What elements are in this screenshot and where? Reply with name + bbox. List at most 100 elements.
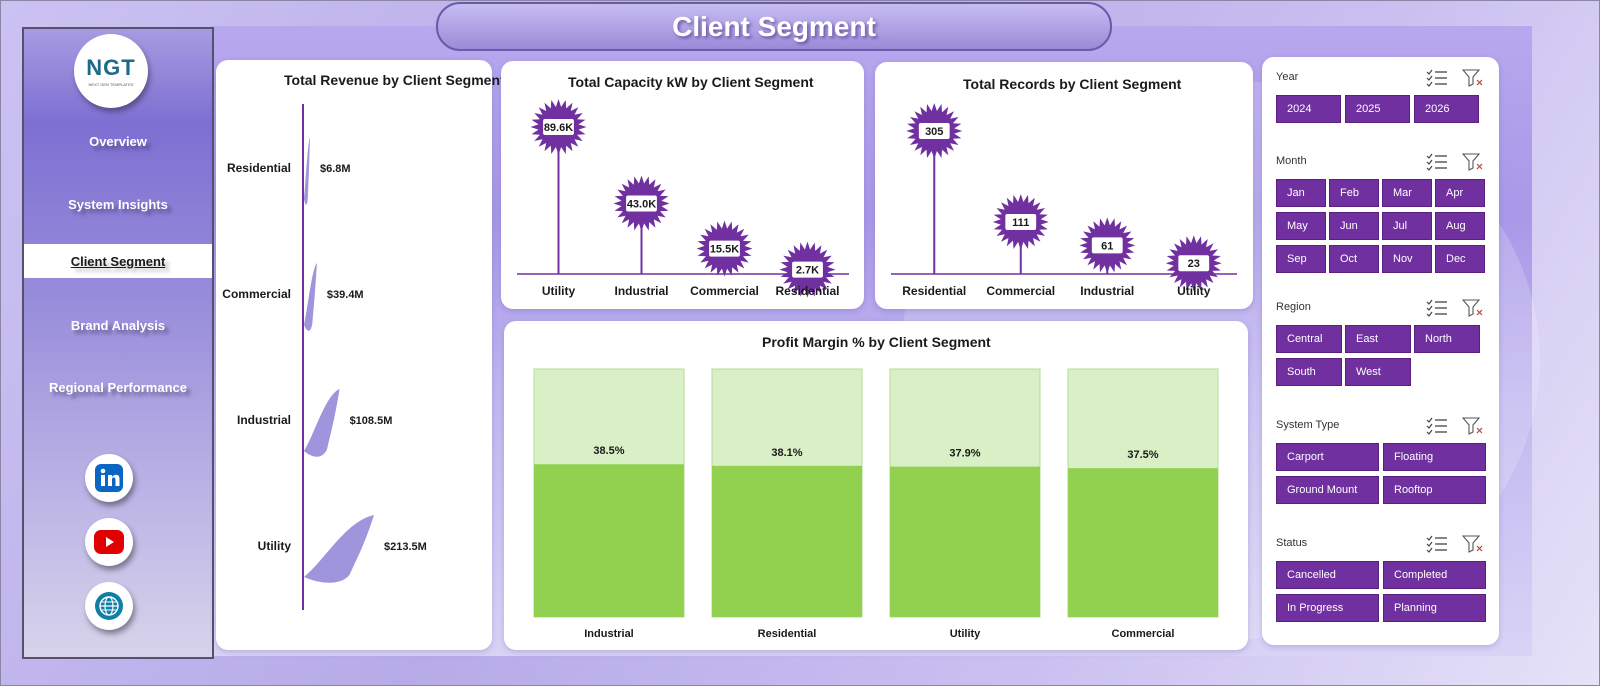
records-chart-title: Total Records by Client Segment	[963, 76, 1182, 92]
filter-option-apr[interactable]: Apr	[1435, 179, 1485, 207]
clear-filter-icon[interactable]	[1461, 535, 1484, 553]
nav-label: Brand Analysis	[70, 317, 166, 333]
filter-option-planning[interactable]: Planning	[1383, 594, 1486, 622]
lollipop-category-label: Industrial	[1080, 284, 1134, 298]
profit-value-label: 38.5%	[593, 445, 624, 457]
filter-label-status: Status	[1276, 537, 1308, 549]
profit-margin-card: Profit Margin % by Client Segment 38.5%I…	[504, 321, 1248, 650]
filter-option-jun[interactable]: Jun	[1329, 212, 1379, 240]
filter-option-2024[interactable]: 2024	[1276, 95, 1341, 123]
lollipop-value-label: 89.6K	[544, 122, 573, 134]
lollipop-marker-commercial[interactable]	[696, 220, 753, 277]
filter-option-aug[interactable]: Aug	[1435, 212, 1485, 240]
filter-option-mar[interactable]: Mar	[1382, 179, 1432, 207]
lollipop-category-label: Industrial	[614, 284, 668, 298]
lollipop-marker-utility[interactable]	[1165, 235, 1222, 292]
nav-label: System Insights	[68, 196, 168, 212]
clear-filter-icon[interactable]	[1461, 417, 1484, 435]
nav-overview[interactable]: Overview	[24, 124, 212, 158]
revenue-chart-title: Total Revenue by Client Segment	[284, 72, 505, 88]
filter-label-region: Region	[1276, 301, 1311, 313]
multi-select-icon[interactable]	[1426, 417, 1448, 435]
revenue-value-label: $39.4M	[327, 289, 364, 301]
filter-option-may[interactable]: May	[1276, 212, 1326, 240]
clear-filter-icon[interactable]	[1461, 69, 1484, 87]
revenue-category-label: Commercial	[222, 287, 291, 301]
filter-option-2025[interactable]: 2025	[1345, 95, 1410, 123]
revenue-category-label: Residential	[227, 161, 291, 175]
nav-regional-performance[interactable]: Regional Performance	[24, 370, 212, 404]
filter-option-cancelled[interactable]: Cancelled	[1276, 561, 1379, 589]
filter-option-jul[interactable]: Jul	[1382, 212, 1432, 240]
revenue-category-label: Utility	[258, 539, 292, 553]
clear-filter-icon[interactable]	[1461, 299, 1484, 317]
filter-option-nov[interactable]: Nov	[1382, 245, 1432, 273]
profit-bar-industrial[interactable]	[534, 464, 684, 617]
profit-bar-residential[interactable]	[712, 465, 862, 617]
filter-option-carport[interactable]: Carport	[1276, 443, 1379, 471]
filter-option-floating[interactable]: Floating	[1383, 443, 1486, 471]
multi-select-icon[interactable]	[1426, 299, 1448, 317]
lollipop-marker-commercial[interactable]	[992, 194, 1049, 250]
filter-option-completed[interactable]: Completed	[1383, 561, 1486, 589]
lollipop-marker-industrial[interactable]	[1079, 217, 1136, 274]
nav-client-segment[interactable]: Client Segment	[24, 244, 212, 278]
lollipop-value-label: 2.7K	[796, 265, 819, 277]
lollipop-value-label: 111	[1012, 217, 1029, 229]
revenue-value-label: $213.5M	[384, 541, 427, 553]
filter-option-jan[interactable]: Jan	[1276, 179, 1326, 207]
filter-option-2026[interactable]: 2026	[1414, 95, 1479, 123]
filter-option-central[interactable]: Central	[1276, 325, 1342, 353]
multi-select-icon[interactable]	[1426, 535, 1448, 553]
revenue-area-residential[interactable]	[304, 137, 310, 205]
lollipop-category-label: Utility	[1177, 284, 1211, 298]
nav-brand-analysis[interactable]: Brand Analysis	[24, 308, 212, 342]
filter-option-in-progress[interactable]: In Progress	[1276, 594, 1379, 622]
lollipop-marker-industrial[interactable]	[613, 175, 670, 232]
profit-bar-utility[interactable]	[890, 466, 1040, 617]
profit-category-label: Residential	[758, 628, 817, 640]
filter-option-rooftop[interactable]: Rooftop	[1383, 476, 1486, 504]
filter-option-dec[interactable]: Dec	[1435, 245, 1485, 273]
revenue-area-industrial[interactable]	[304, 389, 340, 457]
nav-label: Regional Performance	[49, 379, 187, 395]
lollipop-marker-residential[interactable]	[779, 241, 836, 298]
multi-select-icon[interactable]	[1426, 153, 1448, 171]
youtube-button[interactable]	[85, 518, 133, 566]
youtube-icon	[94, 530, 124, 554]
profit-category-label: Utility	[950, 628, 981, 640]
logo-text: NGT	[86, 55, 136, 80]
linkedin-icon	[95, 464, 123, 492]
globe-icon	[95, 592, 123, 620]
filter-option-ground-mount[interactable]: Ground Mount	[1276, 476, 1379, 504]
clear-filter-icon[interactable]	[1461, 153, 1484, 171]
nav-system-insights[interactable]: System Insights	[24, 187, 212, 221]
filter-label-system-type: System Type	[1276, 419, 1340, 431]
filter-option-sep[interactable]: Sep	[1276, 245, 1326, 273]
revenue-area-commercial[interactable]	[304, 263, 317, 331]
website-button[interactable]	[85, 582, 133, 630]
revenue-card: Total Revenue by Client Segment Resident…	[216, 60, 505, 650]
lollipop-marker-utility[interactable]	[530, 99, 587, 155]
revenue-area-utility[interactable]	[304, 515, 374, 583]
filter-option-feb[interactable]: Feb	[1329, 179, 1379, 207]
profit-category-label: Commercial	[1112, 628, 1175, 640]
profit-bar-commercial[interactable]	[1068, 468, 1218, 617]
linkedin-button[interactable]	[85, 454, 133, 502]
lollipop-value-label: 61	[1101, 240, 1113, 252]
multi-select-icon[interactable]	[1426, 69, 1448, 87]
records-chart: 305Residential111Commercial61Industrial2…	[891, 103, 1237, 298]
filter-option-west[interactable]: West	[1345, 358, 1411, 386]
page-title: Client Segment	[672, 10, 876, 42]
filter-option-oct[interactable]: Oct	[1329, 245, 1379, 273]
filter-option-south[interactable]: South	[1276, 358, 1342, 386]
lollipop-marker-residential[interactable]	[906, 103, 963, 159]
filter-option-north[interactable]: North	[1414, 325, 1480, 353]
brand-logo[interactable]: NGT NEXT GEN TEMPLATES	[74, 34, 148, 108]
profit-category-label: Industrial	[584, 628, 634, 640]
revenue-category-label: Industrial	[237, 413, 291, 427]
lollipop-value-label: 305	[925, 126, 943, 138]
filter-option-east[interactable]: East	[1345, 325, 1411, 353]
